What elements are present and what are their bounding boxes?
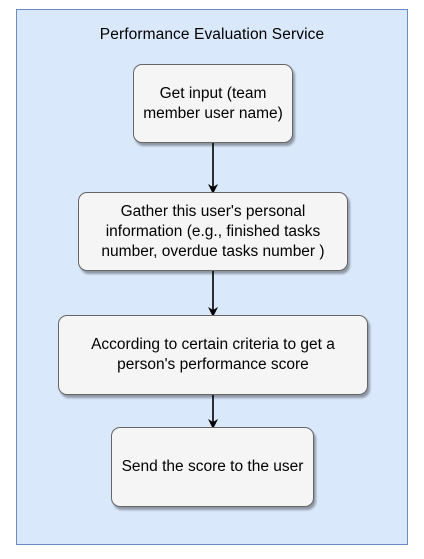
step-compute-score-label: According to certain criteria to get a p… [91,336,335,373]
container-title: Performance Evaluation Service [99,26,325,43]
step-gather-info-label: Gather this user's personal information … [101,202,325,260]
step-send-score: Send the score to the user [111,427,314,507]
step-compute-score: According to certain criteria to get a p… [58,315,368,395]
step-get-input: Get input (team member user name) [133,64,293,143]
step-gather-info: Gather this user's personal information … [78,192,348,271]
step-send-score-label: Send the score to the user [121,458,304,475]
step-get-input-label: Get input (team member user name) [143,84,283,122]
